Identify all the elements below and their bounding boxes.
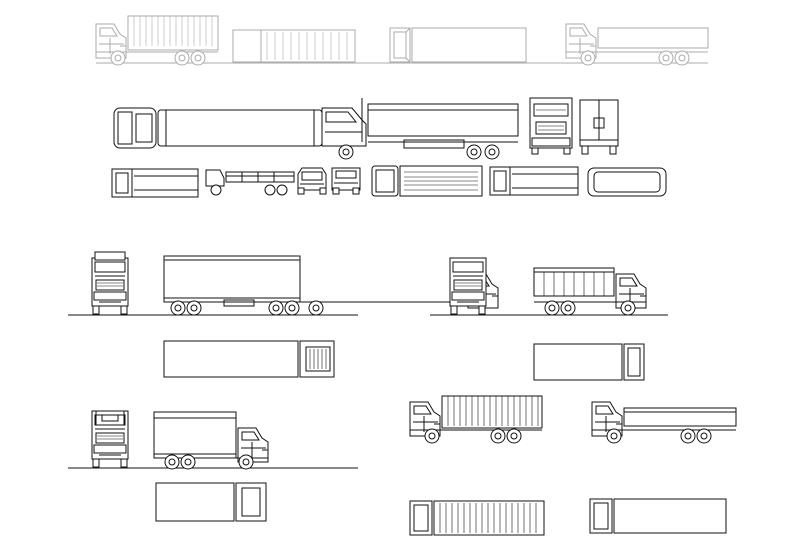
covered-truck-side-view: [321, 98, 519, 160]
container-truck-group: [409, 395, 545, 536]
container-truck-top-view: [409, 500, 545, 536]
small-truck-top-view-1: [111, 168, 199, 198]
dump-truck-group: [430, 257, 668, 381]
small-front-view-1: [297, 167, 327, 195]
semi-top-view: [163, 340, 335, 378]
small-truck-top-view-2: [371, 165, 483, 197]
flatbed-truck-top-view: [589, 498, 727, 534]
faded-container-top: [232, 29, 356, 63]
dump-truck-side-view: [533, 267, 647, 316]
small-flatbed-side-view: [205, 169, 295, 196]
dump-truck-top-view: [533, 343, 645, 381]
semi-side-view: [163, 255, 499, 316]
faded-box-truck-top: [389, 27, 527, 63]
container-truck-side-view: [409, 395, 543, 444]
truck-front-view-small: [529, 97, 573, 155]
box-truck-side-view: [153, 411, 269, 470]
box-truck-group: [68, 410, 358, 522]
tanker-top-view: [113, 107, 323, 149]
semi-front-view: [91, 251, 129, 315]
box-truck-top-view: [155, 482, 267, 522]
faded-container-truck: [95, 15, 219, 66]
van-top-view: [587, 167, 667, 197]
box-truck-front-view: [91, 410, 129, 468]
flatbed-truck-side-view: [591, 401, 737, 444]
faded-flatbed-truck: [565, 23, 709, 66]
truck-rear-view-small: [579, 99, 619, 155]
small-front-view-2: [331, 167, 361, 195]
flatbed-truck-group: [589, 401, 737, 534]
dump-truck-front-view: [449, 257, 487, 315]
small-truck-top-view-3: [489, 166, 579, 196]
faded-truck-row: [95, 15, 709, 66]
